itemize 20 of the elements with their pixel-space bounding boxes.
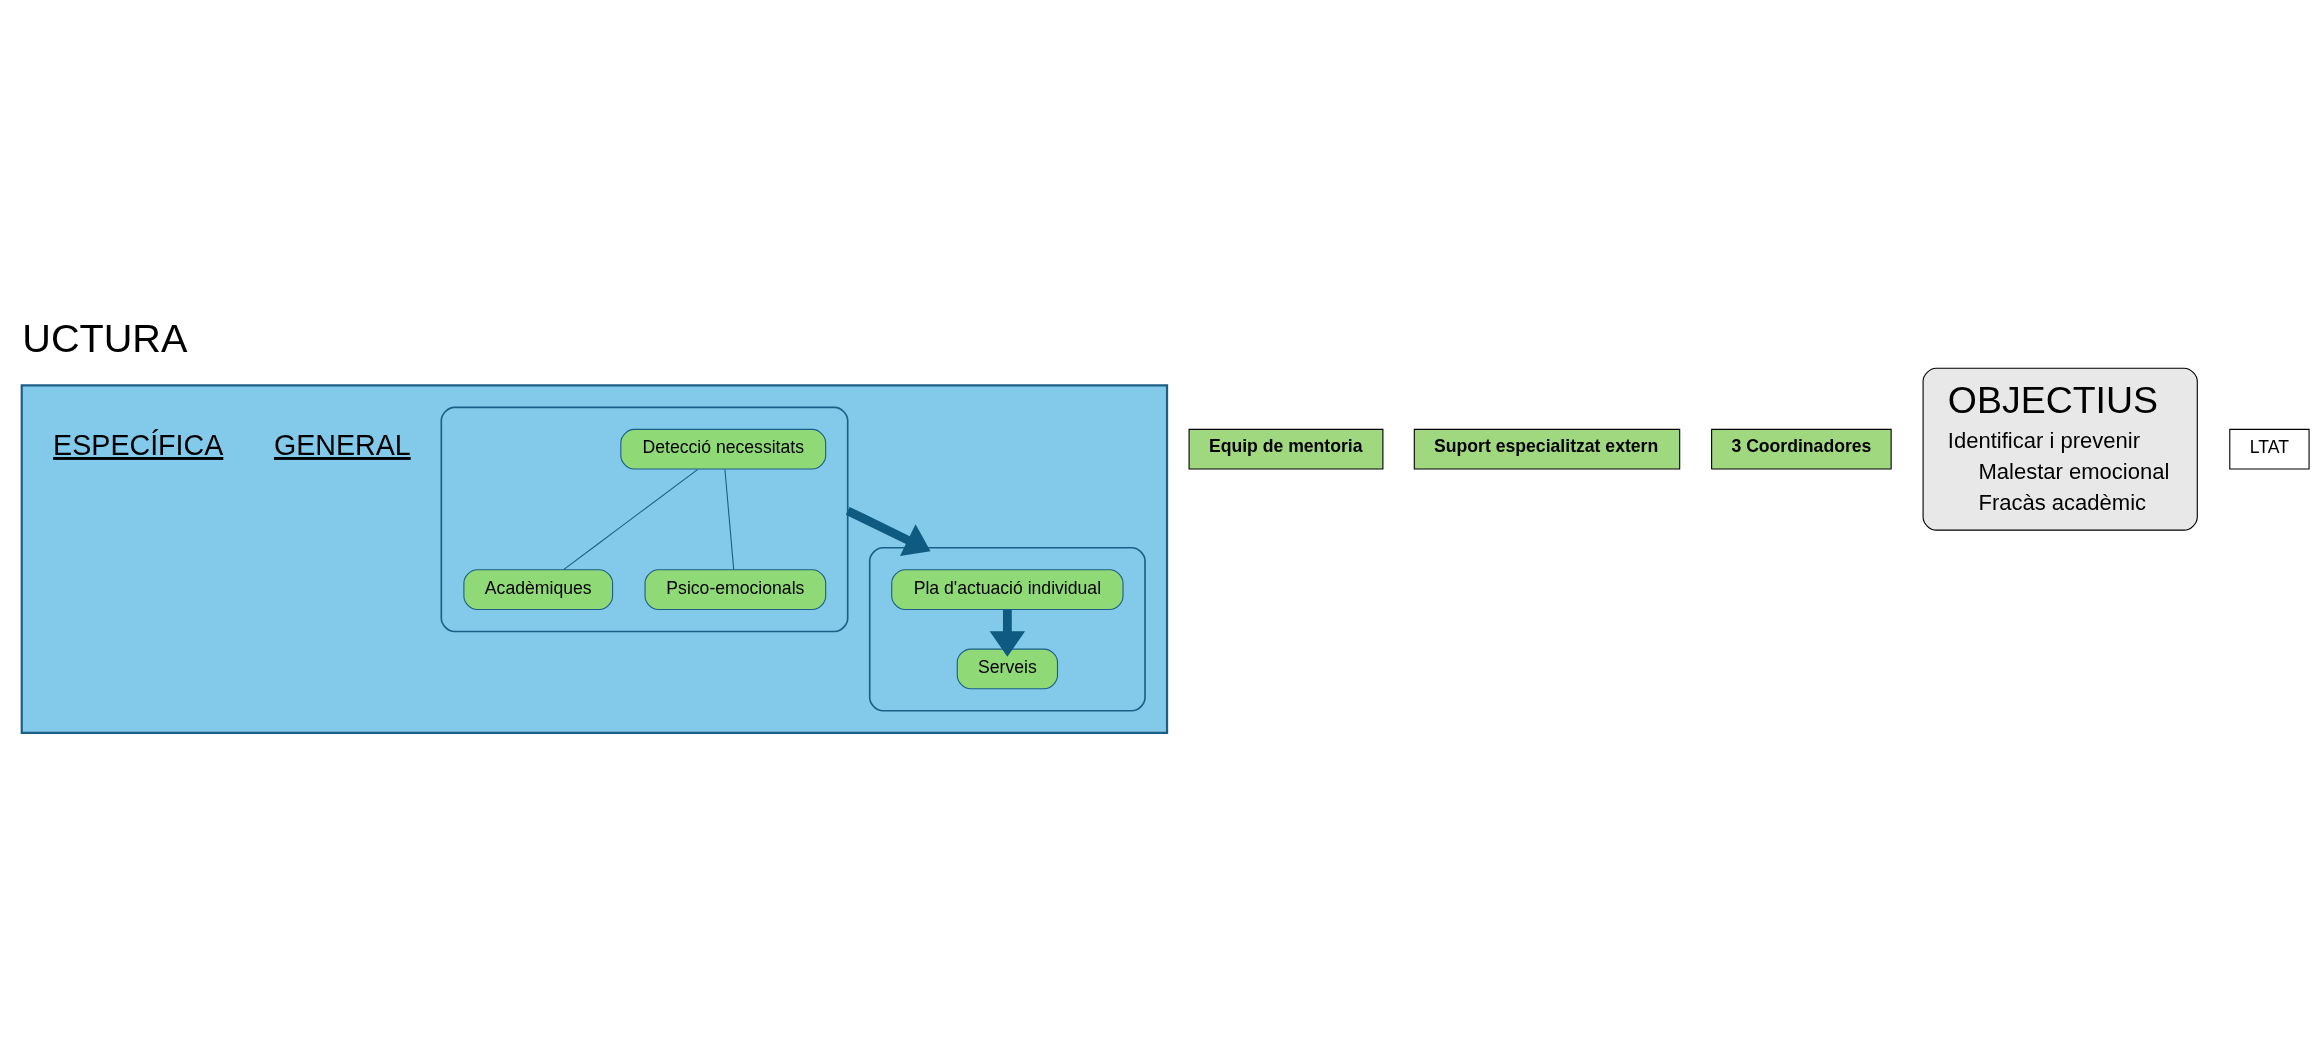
node-box: Pla d'actuació individual bbox=[891, 568, 1124, 610]
diagram-title: UCTURA bbox=[22, 315, 188, 360]
cluster bbox=[20, 383, 1169, 734]
node-box: Suport especialitzat extern bbox=[1413, 428, 1681, 470]
node-box: Detecció necessitats bbox=[620, 428, 827, 470]
node-box: Equip de mentoria bbox=[1188, 428, 1384, 470]
node-box: Psico-emocionals bbox=[644, 568, 827, 610]
label: GENERAL bbox=[273, 428, 411, 461]
arrow bbox=[845, 506, 931, 556]
arrow bbox=[989, 609, 1026, 657]
node-box: LTAT bbox=[2229, 428, 2310, 470]
connector bbox=[563, 468, 699, 570]
connector bbox=[724, 468, 735, 570]
node-box: Acadèmiques bbox=[463, 568, 614, 610]
cluster bbox=[868, 546, 1146, 712]
node-box: Serveis bbox=[956, 648, 1059, 689]
label: ESPECÍFICA bbox=[53, 428, 224, 461]
node-box: 3 Coordinadores bbox=[1711, 428, 1892, 470]
cluster bbox=[440, 406, 849, 632]
node-box: OBJECTIUS Identificar i prevenir Malestar emocional Fracàs acadèmic bbox=[1922, 367, 2198, 531]
